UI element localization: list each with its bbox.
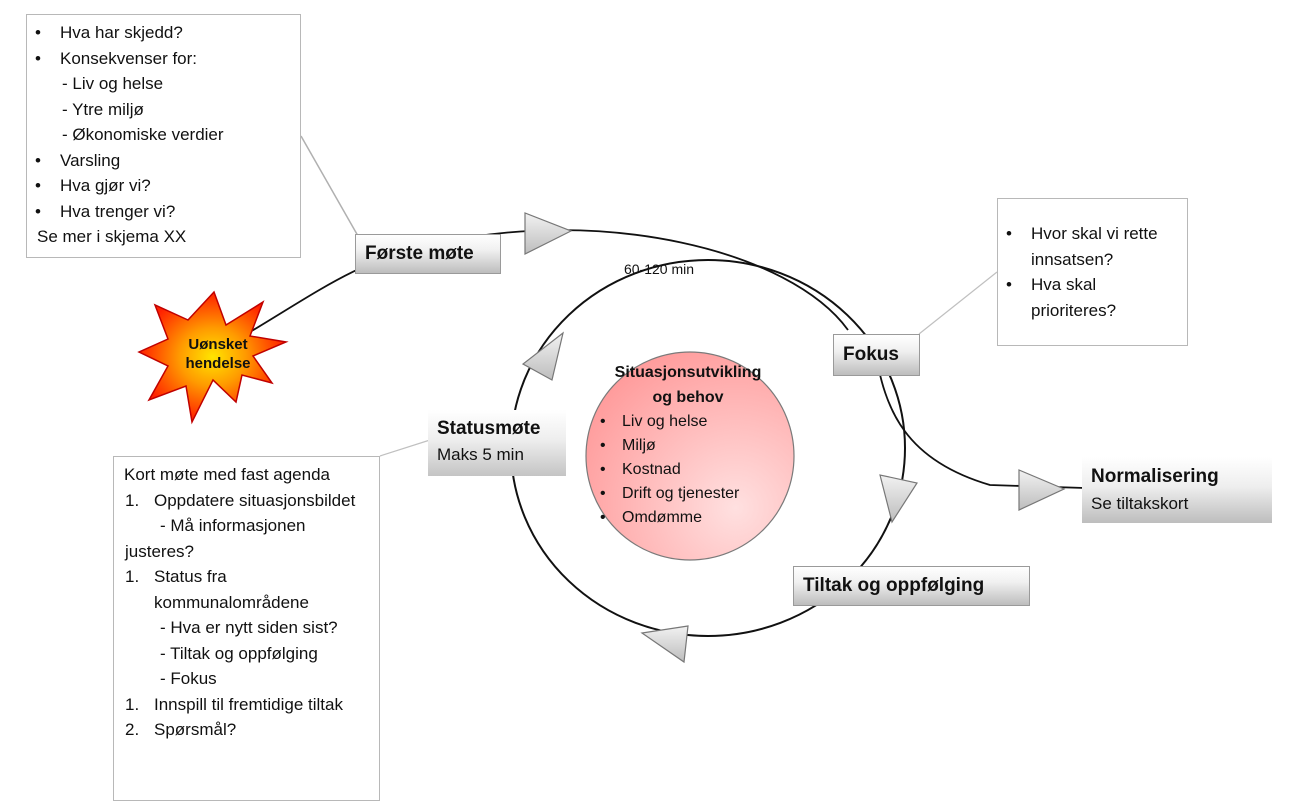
status-agenda-item: 2. Spørsmål? [114,717,379,743]
status-agenda-item: justeres? [114,539,379,565]
focus-note-item: Hva skal prioriteres? [998,272,1181,323]
first-meeting-list: Hva har skjedd? Konsekvenser for: - Liv og… [27,20,300,250]
status-meeting-label: Statusmøte Maks 5 min [428,410,566,476]
normalization-label: Normalisering Se tiltakskort [1082,457,1272,523]
entry-path [249,229,849,333]
first-meeting-note: Hva har skjedd? Konsekvenser for: - Liv og… [26,14,301,258]
first-meeting-note-text: Se mer i skjema XX [37,227,187,246]
normalization-title: Normalisering [1091,466,1219,487]
incident-label-line2: hendelse [185,355,251,372]
focus-note-text: Hvor skal vi rette innsatsen? [1031,224,1158,269]
arrow-bottom-icon [640,625,689,664]
status-agenda-list: Kort møte med fast agenda 1. Oppdatere sit… [114,462,379,743]
normalization-subtitle: Se tiltakskort [1091,494,1189,513]
status-agenda-item: Kort møte med fast agenda [114,462,379,488]
situation-list: Liv og helseMiljøKostnadDrift og tjenest… [588,410,788,530]
first-meeting-note-item: Se mer i skjema XX [27,224,300,250]
situation-item: Kostnad [588,458,788,482]
situation-item: Omdømme [588,506,788,530]
focus-note-item: Hvor skal vi rette innsatsen? [998,221,1181,272]
status-agenda-text: Oppdatere situasjonsbildet [154,490,356,510]
connector-status-note [379,439,431,457]
first-meeting-note-text: - Økonomiske verdier [62,125,224,144]
status-agenda-text: justeres? [125,541,194,561]
status-agenda-text: Status fra kommunalområdene [154,567,309,612]
first-meeting-note-item: - Ytre miljø [27,97,300,123]
situation-item: Drift og tjenester [588,482,788,506]
first-meeting-note-item: Varsling [27,148,300,174]
focus-title: Fokus [843,344,899,365]
status-agenda-text: - Fokus [160,669,217,688]
status-agenda-item: - Må informasjonen [114,513,379,539]
status-agenda-item: - Hva er nytt siden sist? [114,615,379,641]
first-meeting-label: Første møte [355,234,501,274]
status-agenda-item: - Fokus [114,666,379,692]
agenda-number: 1. [125,490,140,510]
agenda-number: 2. [125,720,140,739]
status-agenda-text: Kort møte med fast agenda [124,465,330,484]
focus-note-text: Hva skal prioriteres? [1031,275,1117,320]
first-meeting-title: Første møte [365,243,474,264]
first-meeting-note-text: Konsekvenser for: [60,48,198,68]
status-agenda-text: - Må informasjonen [160,516,306,535]
first-meeting-note-item: Konsekvenser for: [27,46,300,72]
arrow-left-icon [521,331,564,381]
agenda-number: 1. [125,567,140,586]
situation-title: Situasjonsutvikling og behov [588,360,788,410]
status-agenda-item: 1. Innspill til fremtidige tiltak [114,692,379,718]
situation-item: Liv og helse [588,410,788,434]
focus-label: Fokus [833,334,920,376]
first-meeting-note-text: Hva gjør vi? [60,176,151,195]
explosion-icon [137,290,289,425]
arrow-top-icon [524,212,573,255]
measures-title: Tiltak og oppfølging [803,575,985,596]
focus-note: Hvor skal vi rette innsatsen? Hva skal pr… [997,198,1188,346]
first-meeting-note-text: Hva har skjedd? [60,23,183,42]
status-agenda-text: Spørsmål? [154,720,237,739]
first-meeting-note-item: - Økonomiske verdier [27,122,300,148]
status-agenda-item: 1. Oppdatere situasjonsbildet [114,488,379,514]
agenda-number: 1. [125,694,140,714]
first-meeting-note-text: - Ytre miljø [62,99,144,119]
arrow-right-icon [879,474,918,524]
first-meeting-note-text: Varsling [60,150,121,170]
duration-label: 60-120 min [624,261,695,277]
measures-label: Tiltak og oppfølging [793,566,1030,606]
status-meeting-subtitle: Maks 5 min [437,445,524,464]
first-meeting-note-text: - Liv og helse [62,74,164,93]
status-meeting-title: Statusmøte [437,418,541,439]
first-meeting-note-item: Hva trenger vi? [27,199,300,225]
situation-title-line2: og behov [652,389,724,406]
connector-first-meeting-note [300,135,359,237]
first-meeting-note-item: Hva gjør vi? [27,173,300,199]
first-meeting-note-text: Hva trenger vi? [60,201,176,221]
situation-item: Miljø [588,434,788,458]
first-meeting-note-item: Hva har skjedd? [27,20,300,46]
situation-content: Situasjonsutvikling og behov Liv og hels… [588,360,788,530]
status-agenda-note: Kort møte med fast agenda 1. Oppdatere sit… [113,456,380,801]
status-agenda-item: - Tiltak og oppfølging [114,641,379,667]
status-agenda-item: 1. Status fra kommunalområdene [114,564,379,615]
focus-list: Hvor skal vi rette innsatsen? Hva skal pr… [998,221,1181,323]
incident-label-line1: Uønsket [188,336,248,353]
status-agenda-text: Innspill til fremtidige tiltak [154,694,343,714]
status-agenda-text: - Tiltak og oppfølging [160,643,318,663]
arrow-exit-icon [1018,469,1066,511]
first-meeting-note-item: - Liv og helse [27,71,300,97]
status-agenda-text: - Hva er nytt siden sist? [160,618,338,637]
connector-focus-note [918,271,998,335]
incident-label: Uønsket hendelse [166,335,270,373]
situation-title-line1: Situasjonsutvikling [614,364,762,381]
